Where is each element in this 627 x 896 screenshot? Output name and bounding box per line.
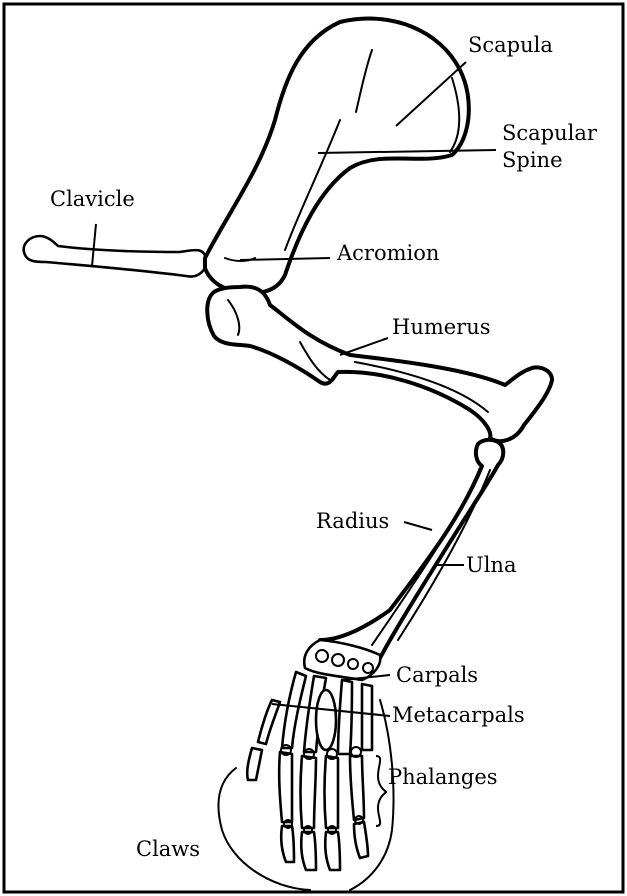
- label-claws: Claws: [136, 837, 200, 861]
- label-scapula: Scapula: [468, 33, 553, 57]
- label-scapular-spine-line1: Scapular: [502, 121, 598, 145]
- label-acromion: Acromion: [336, 241, 439, 265]
- label-clavicle: Clavicle: [50, 187, 135, 211]
- label-carpals: Carpals: [396, 663, 478, 687]
- label-phalanges: Phalanges: [388, 765, 498, 789]
- label-scapular-spine-line2: Spine: [502, 148, 563, 172]
- label-ulna: Ulna: [466, 553, 516, 577]
- clavicle-bone: [24, 236, 207, 277]
- label-humerus: Humerus: [392, 315, 491, 339]
- phalanges-bracket: [376, 756, 386, 826]
- phalanx-bones: [247, 745, 368, 870]
- radius-ulna-bones: [318, 440, 504, 659]
- label-radius: Radius: [316, 509, 389, 533]
- leader-radius: [404, 522, 432, 530]
- humerus-bone: [207, 287, 552, 442]
- label-metacarpals: Metacarpals: [392, 703, 525, 727]
- leader-humerus: [340, 338, 388, 355]
